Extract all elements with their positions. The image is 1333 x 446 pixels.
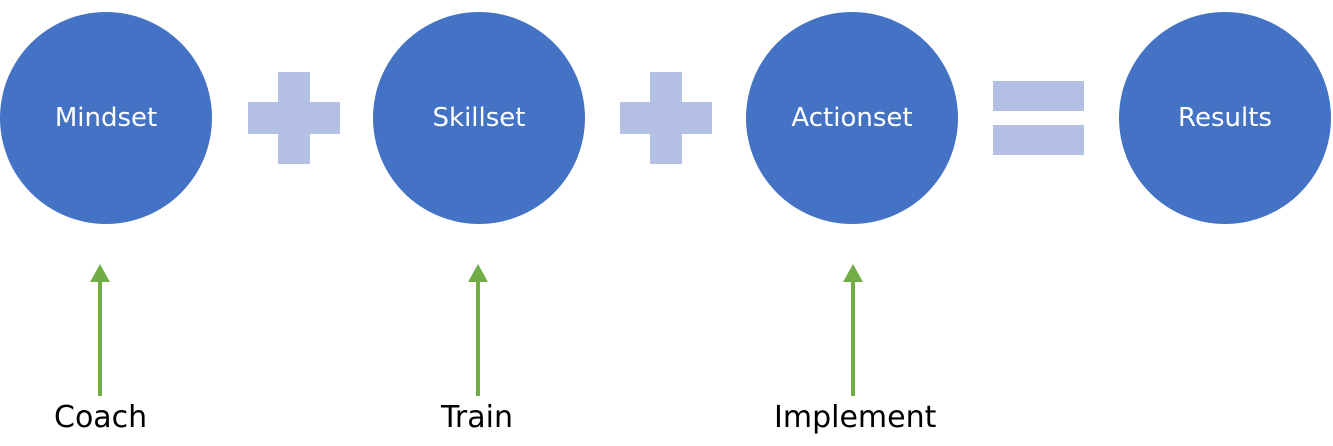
plus-icon xyxy=(248,72,340,164)
results-label: Results xyxy=(1178,103,1272,133)
arrow-up-icon xyxy=(468,264,488,396)
plus-icon xyxy=(620,72,712,164)
actionset-circle: Actionset xyxy=(746,12,958,224)
actionset-label: Actionset xyxy=(791,103,913,133)
mindset-label: Mindset xyxy=(54,103,158,133)
arrow-up-icon xyxy=(843,264,863,396)
results-circle: Results xyxy=(1119,12,1331,224)
train-label: Train xyxy=(441,400,513,435)
equals-icon xyxy=(993,81,1084,155)
coach-label: Coach xyxy=(54,400,148,435)
implement-label: Implement xyxy=(774,400,937,435)
skillset-label: Skillset xyxy=(432,103,526,133)
arrow-up-icon xyxy=(90,264,110,396)
skillset-circle: Skillset xyxy=(373,12,585,224)
mindset-circle: Mindset xyxy=(0,12,212,224)
